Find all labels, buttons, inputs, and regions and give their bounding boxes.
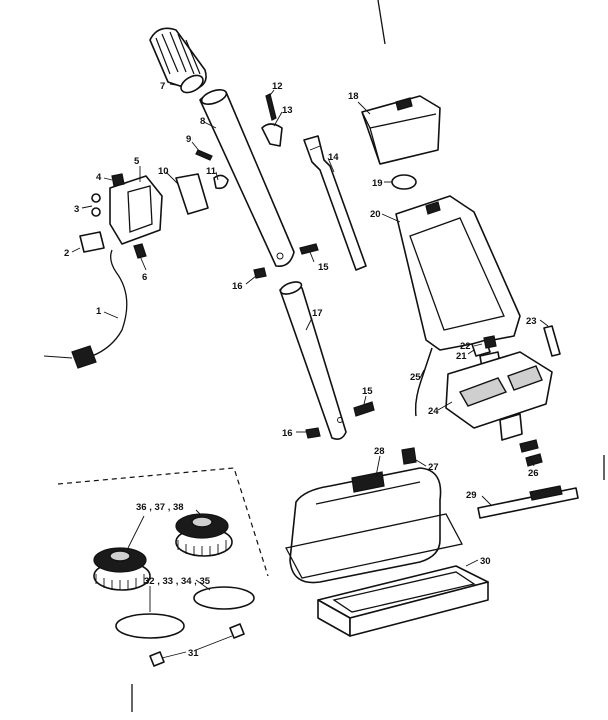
label-5: 5: [134, 156, 140, 167]
label-30: 30: [480, 556, 491, 567]
label-31: 31: [188, 648, 199, 659]
leader-lines: [71, 83, 549, 659]
kit-boundary: [57, 467, 269, 577]
brush-38: [175, 513, 233, 557]
label-17: 17: [312, 308, 323, 319]
label-13: 13: [282, 105, 293, 116]
brush-36: [93, 547, 151, 591]
switch-bracket: [79, 173, 163, 253]
label-12: 12: [272, 81, 283, 92]
label-19: 19: [372, 178, 383, 189]
screws: [519, 439, 543, 467]
lower-handle-tube: [279, 281, 347, 440]
blade-29: [477, 485, 579, 519]
label-32-33-34-35: 32 , 33 , 34 , 35: [144, 576, 211, 587]
label-10: 10: [158, 166, 169, 177]
fasteners-15-16: [253, 243, 375, 439]
clip-27: [401, 447, 417, 465]
knob: [391, 174, 417, 190]
label-24: 24: [428, 406, 439, 417]
handle-rod: [303, 135, 367, 271]
label-9: 9: [186, 134, 191, 145]
label-23: 23: [526, 316, 537, 327]
upper-handle-tube: [199, 89, 295, 268]
label-16a: 16: [232, 281, 243, 292]
label-29: 29: [466, 490, 477, 501]
handle-grip: [149, 27, 207, 94]
clips-31: [149, 623, 245, 667]
label-3: 3: [74, 204, 79, 215]
clip-parts: [261, 93, 283, 147]
power-cord: [43, 243, 147, 369]
label-28: 28: [374, 446, 385, 457]
label-14: 14: [328, 152, 339, 163]
label-8: 8: [200, 116, 205, 127]
tray: [317, 565, 489, 637]
label-4: 4: [96, 172, 102, 183]
label-27: 27: [428, 462, 439, 473]
label-25: 25: [410, 372, 421, 383]
label-16b: 16: [282, 428, 293, 439]
label-11: 11: [206, 166, 217, 177]
small-fasteners: [175, 149, 229, 215]
main-housing: [395, 195, 521, 351]
label-7: 7: [160, 81, 165, 92]
label-21: 21: [456, 351, 467, 362]
label-20: 20: [370, 209, 381, 220]
bag-cover: [361, 95, 441, 165]
part-labels: 7 8 9 10 11 12 13 14 5 4 3 2 6 1 15 16 1…: [64, 81, 539, 659]
label-15a: 15: [318, 262, 329, 273]
label-36-37-38: 36 , 37 , 38: [136, 502, 184, 513]
label-26: 26: [528, 468, 539, 479]
label-18: 18: [348, 91, 359, 102]
pads: [115, 586, 255, 639]
label-15b: 15: [362, 386, 373, 397]
scan-marks: [131, 0, 605, 712]
label-22: 22: [460, 341, 471, 352]
label-1: 1: [96, 306, 102, 317]
label-2: 2: [64, 248, 69, 259]
label-6: 6: [142, 272, 147, 283]
base-bracket: [445, 351, 553, 441]
motor-housing: [285, 467, 463, 584]
latch: [543, 325, 561, 357]
